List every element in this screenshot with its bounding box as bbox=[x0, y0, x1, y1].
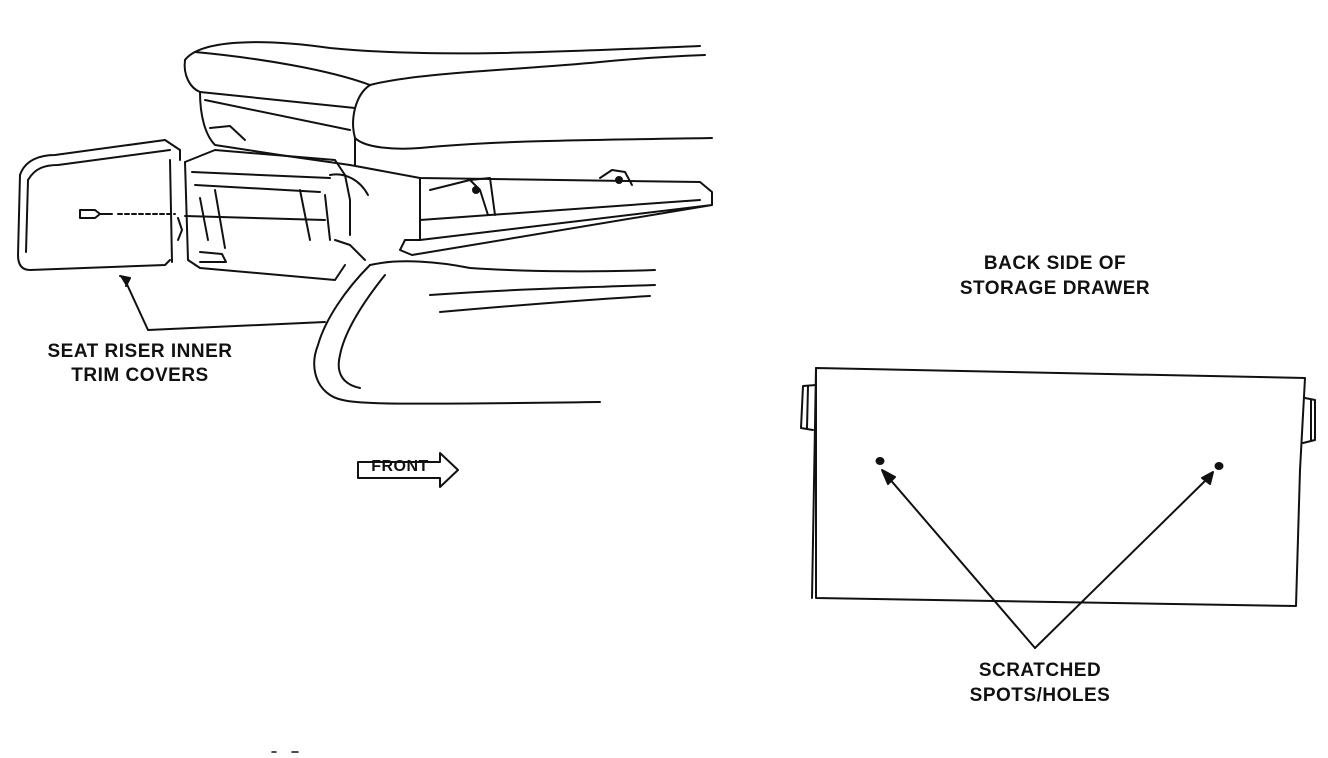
back-side-label-line1: BACK SIDE OF bbox=[983, 253, 1127, 274]
seat-riser-label-line1: SEAT RISER INNER bbox=[47, 341, 233, 362]
scratched-label-line1: SCRATCHED bbox=[978, 660, 1102, 681]
scratched-label-line2: SPOTS/HOLES bbox=[969, 685, 1111, 706]
back-side-label-line2: STORAGE DRAWER bbox=[959, 278, 1151, 299]
storage-drawer bbox=[800, 367, 1316, 649]
seat-assembly bbox=[17, 41, 713, 405]
front-label: FRONT bbox=[371, 458, 429, 475]
seat-riser-label-line2: TRIM COVERS bbox=[71, 365, 209, 386]
front-arrow bbox=[357, 452, 459, 488]
